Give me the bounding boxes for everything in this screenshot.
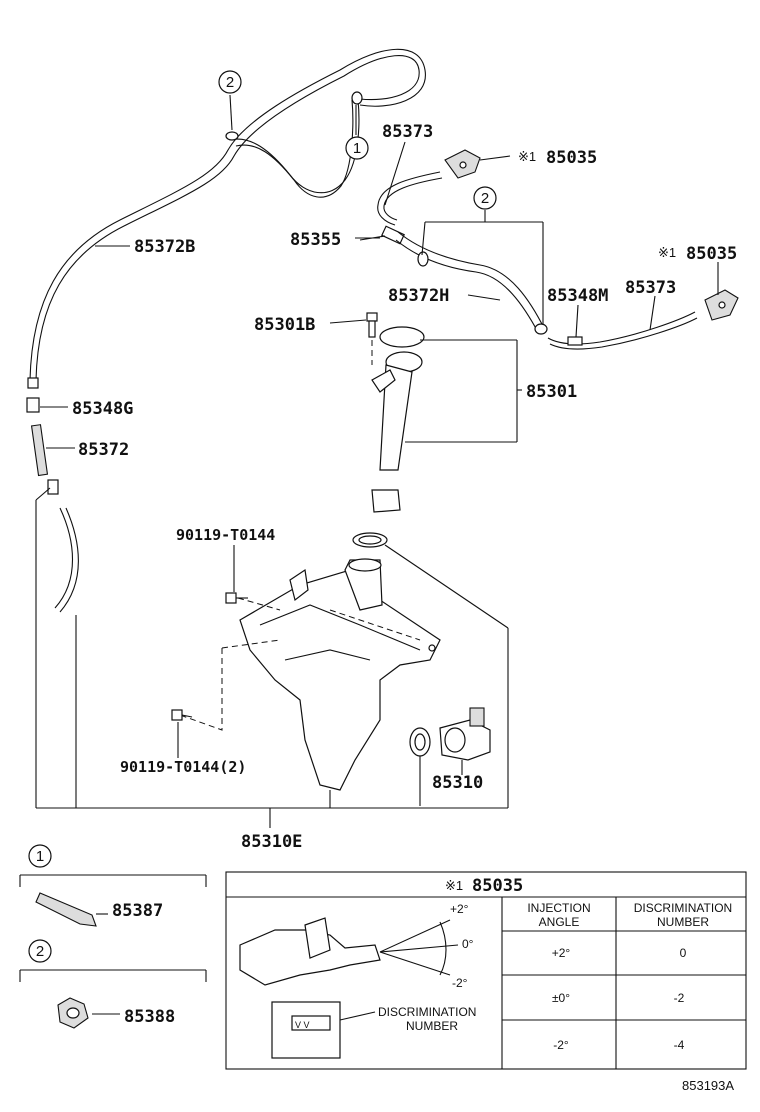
svg-text:2: 2: [226, 74, 234, 91]
label-85387: 85387: [112, 901, 163, 921]
part-labels: 85373 ※1 85035 85372B 85355 ※1 85035 853…: [72, 122, 737, 852]
leader-lines: [35, 94, 719, 828]
table-header-angle: INJECTION: [527, 901, 590, 915]
label-85372B: 85372B: [134, 237, 195, 257]
label-85035-top: 85035: [546, 148, 597, 168]
pump-85310: [409, 707, 491, 761]
label-85301B: 85301B: [254, 315, 315, 335]
svg-text:2: 2: [36, 943, 44, 960]
svg-text:2: 2: [481, 190, 489, 207]
filler-pipe-85301: [366, 312, 425, 513]
hose-85372H: [395, 231, 548, 335]
label-85310E: 85310E: [241, 832, 302, 852]
label-85035-right: 85035: [686, 244, 737, 264]
discrimination-label-1: DISCRIMINATION: [378, 1005, 476, 1019]
label-90119-bottom: 90119-T0144(2): [120, 758, 246, 776]
nozzle-illustration: +2° 0° -2°: [239, 902, 474, 990]
washer-tank: [179, 558, 441, 791]
table-row-3-angle: -2°: [553, 1038, 569, 1052]
svg-text:1: 1: [353, 140, 361, 157]
label-85348G: 85348G: [72, 399, 133, 419]
hose-85372B: [29, 48, 426, 381]
legend-clip-1: 1 85387: [19, 844, 207, 927]
label-85373-right: 85373: [625, 278, 676, 298]
table-header-number-2: NUMBER: [657, 915, 709, 929]
table-row-2-number: -2: [674, 991, 685, 1005]
angle-zero-label: 0°: [462, 937, 474, 951]
label-85372: 85372: [78, 440, 129, 460]
circle-ref-2-mid: 2: [473, 186, 497, 210]
table-row-2-angle: ±0°: [552, 991, 570, 1005]
note-mark-top: ※1: [518, 149, 536, 164]
label-85301: 85301: [526, 382, 577, 402]
table-row-1-number: 0: [680, 946, 687, 960]
hose-85373-top: [377, 149, 481, 226]
legend-clip-2: 2 85388: [19, 939, 207, 1029]
table-row-1-angle: +2°: [552, 946, 571, 960]
hose-85372: [26, 377, 79, 613]
table-row-3-number: -4: [674, 1038, 685, 1052]
hose-85373-right: [547, 289, 739, 350]
angle-plus-label: +2°: [450, 902, 469, 916]
angle-minus-label: -2°: [452, 976, 468, 990]
circle-ref-2-top: 2: [218, 70, 242, 94]
label-85355: 85355: [290, 230, 341, 250]
table-title-mark: ※1: [445, 878, 463, 893]
label-85310: 85310: [432, 773, 483, 793]
table-header-number: DISCRIMINATION: [634, 901, 732, 915]
table-header-angle-2: ANGLE: [539, 915, 580, 929]
label-85388: 85388: [124, 1007, 175, 1027]
grommet: [352, 532, 388, 548]
bolt-90119-bottom: [171, 709, 193, 721]
discrimination-label-2: NUMBER: [406, 1019, 458, 1033]
label-85373-top: 85373: [382, 122, 433, 142]
svg-text:V V: V V: [295, 1020, 310, 1030]
label-85348M: 85348M: [547, 286, 608, 306]
reference-code: 853193A: [682, 1078, 734, 1093]
connector-85355: [359, 225, 405, 245]
label-90119-top: 90119-T0144: [176, 526, 275, 544]
svg-text:1: 1: [36, 848, 44, 865]
circle-ref-1-top: 1: [345, 136, 369, 160]
bolt-90119-top: [225, 592, 248, 604]
note-mark-right: ※1: [658, 245, 676, 260]
label-85372H: 85372H: [388, 286, 449, 306]
nozzle-table: ※1 85035 INJECTION ANGLE DISCRIMINATION …: [225, 871, 747, 1070]
discrimination-illustration: V V DISCRIMINATION NUMBER: [271, 1001, 476, 1059]
table-title-part: 85035: [472, 876, 523, 896]
